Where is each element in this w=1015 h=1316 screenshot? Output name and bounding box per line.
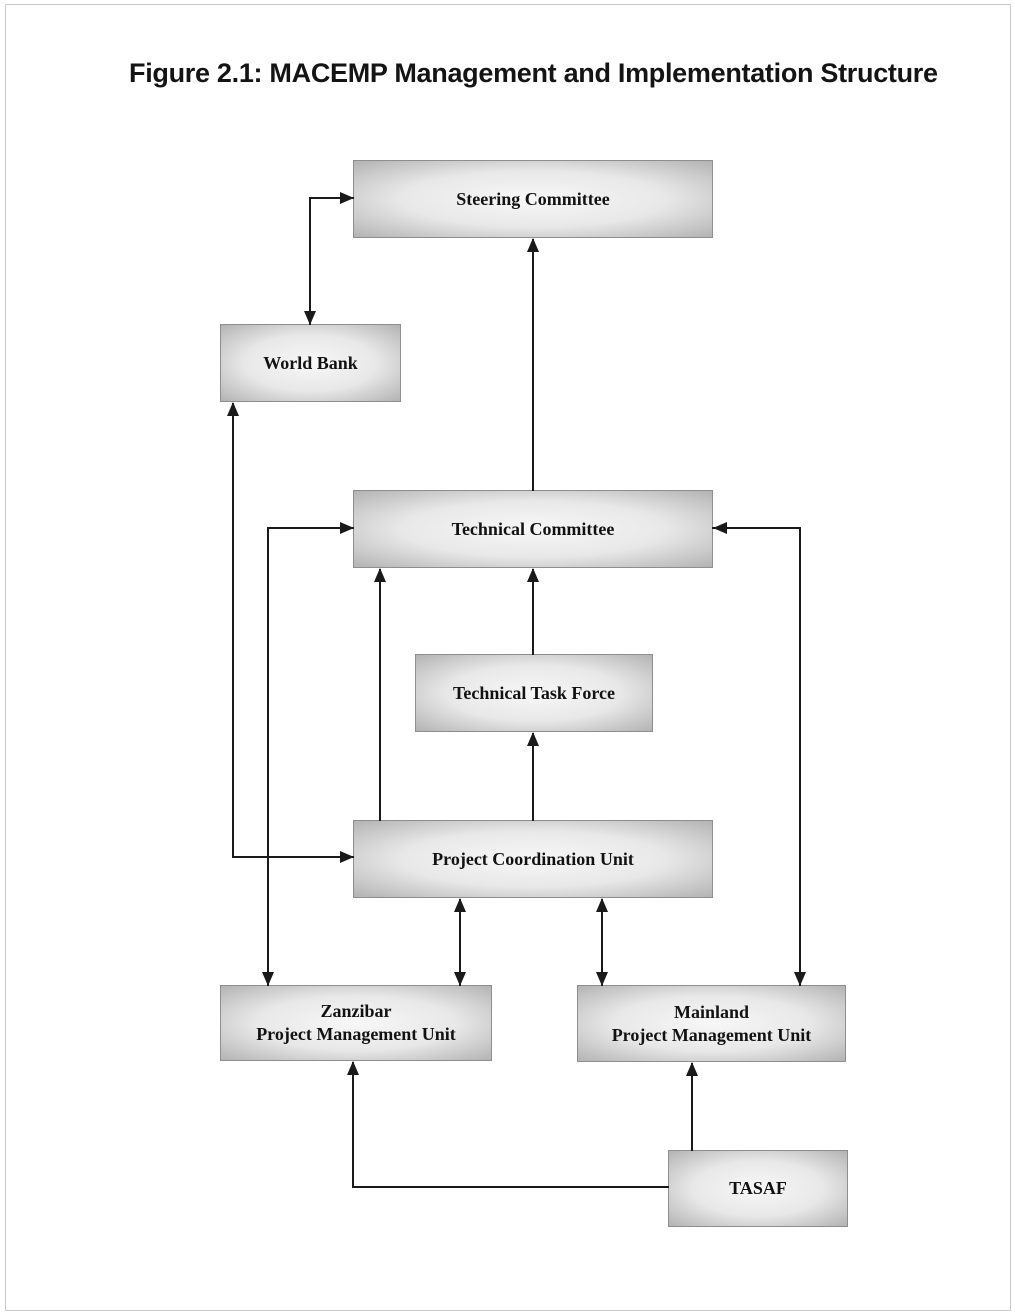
- edge-ttf-tc-vline: [532, 569, 534, 655]
- edge-tc-mpmu-vline: [799, 527, 801, 986]
- node-zanzibar-pmu: Zanzibar Project Management Unit: [220, 985, 492, 1061]
- edge-tasaf-zpmu-arrowhead: [347, 1061, 359, 1075]
- edge-pcu-wb-vline: [232, 403, 234, 858]
- edge-sc-wb-arrowhead-into-sc: [340, 192, 354, 204]
- edge-tc-zpmu-vline: [267, 527, 269, 986]
- edge-tc-zpmu-hline: [267, 527, 354, 529]
- edge-pcu-ttf-vline: [532, 733, 534, 821]
- node-world-bank: World Bank: [220, 324, 401, 402]
- edge-tasaf-zpmu-vline: [352, 1062, 354, 1188]
- node-mainland-pmu: Mainland Project Management Unit: [577, 985, 846, 1062]
- node-project-coordination-unit: Project Coordination Unit: [353, 820, 713, 898]
- figure-title: Figure 2.1: MACEMP Management and Implem…: [129, 58, 938, 88]
- node-technical-committee: Technical Committee: [353, 490, 713, 568]
- node-tasaf: TASAF: [668, 1150, 848, 1227]
- edge-pcu-ttf-arrowhead: [527, 732, 539, 746]
- edge-tasaf-mpmu-arrowhead: [686, 1062, 698, 1076]
- node-steering-committee: Steering Committee: [353, 160, 713, 238]
- edge-pcu-wb-arrowhead-into-wb: [227, 402, 239, 416]
- edge-pcu-tc-arrowhead: [374, 568, 386, 582]
- edge-tasaf-mpmu-vline: [691, 1063, 693, 1151]
- edge-tc-zpmu-arrowhead-into-tc: [340, 522, 354, 534]
- edge-tc-sc-vline: [532, 239, 534, 491]
- edge-sc-wb-hline: [310, 197, 354, 199]
- edge-pcu-zpmu-arrowhead-into-pcu: [454, 898, 466, 912]
- edge-tc-zpmu-arrowhead-into-zpmu: [262, 972, 274, 986]
- edge-pcu-mpmu-arrowhead-into-pcu: [596, 898, 608, 912]
- node-technical-task-force: Technical Task Force: [415, 654, 653, 732]
- edge-tc-mpmu-arrowhead-into-tc: [713, 522, 727, 534]
- edge-pcu-tc-vline: [379, 569, 381, 821]
- edge-pcu-wb-arrowhead-into-pcu: [340, 851, 354, 863]
- edge-tc-mpmu-hline: [712, 527, 801, 529]
- edge-ttf-tc-arrowhead: [527, 568, 539, 582]
- edge-pcu-zpmu-vline: [459, 899, 461, 986]
- edge-tasaf-zpmu-hline: [352, 1186, 669, 1188]
- edge-sc-wb-vline: [309, 197, 311, 325]
- edge-tc-sc-arrowhead: [527, 238, 539, 252]
- edge-pcu-mpmu-arrowhead-into-mpmu: [596, 972, 608, 986]
- edge-tc-mpmu-arrowhead-into-mpmu: [794, 972, 806, 986]
- edge-pcu-mpmu-vline: [601, 899, 603, 986]
- edge-pcu-zpmu-arrowhead-into-zpmu: [454, 972, 466, 986]
- edge-sc-wb-arrowhead-into-wb: [304, 311, 316, 325]
- edge-pcu-wb-hline: [232, 856, 354, 858]
